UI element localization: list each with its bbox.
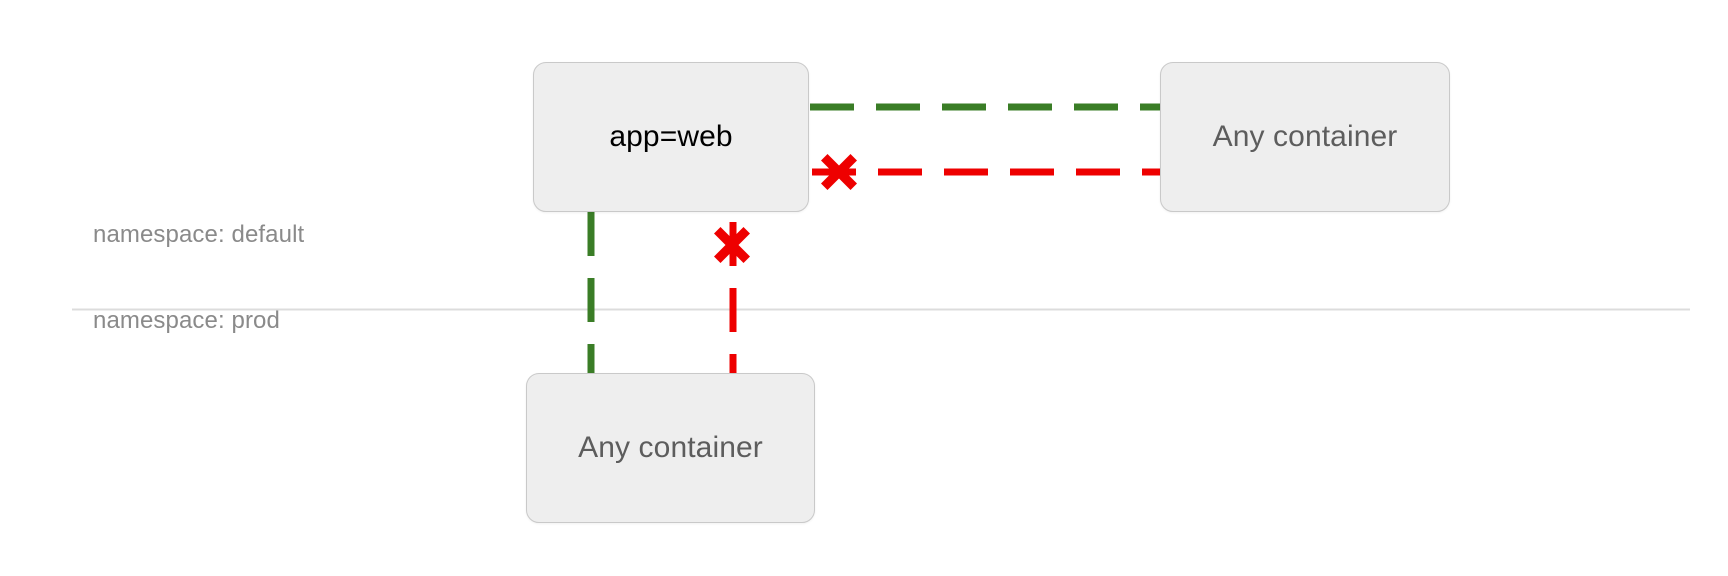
node-any-container-default-ns-label: Any container [1212, 120, 1398, 153]
node-any-container-prod-ns[interactable]: Any container [526, 373, 815, 523]
node-app-web-label: app=web [609, 120, 733, 153]
node-app-web[interactable]: app=web [533, 62, 809, 212]
cross-mark-icon [821, 154, 857, 190]
namespace-label-prod: namespace: prod [93, 307, 280, 334]
node-any-container-default-ns[interactable]: Any container [1160, 62, 1450, 212]
cross-mark-icon [714, 227, 750, 263]
node-any-container-prod-ns-label: Any container [578, 431, 763, 464]
namespace-label-default: namespace: default [93, 221, 305, 248]
